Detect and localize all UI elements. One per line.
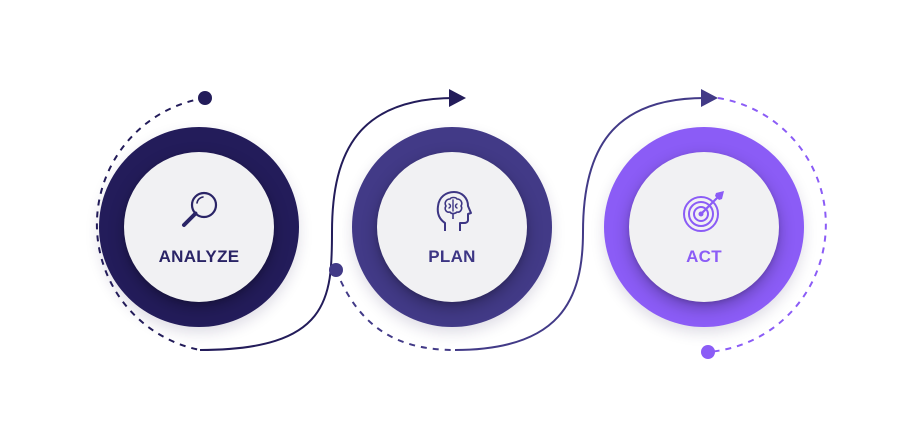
arrowhead-plan-top [449, 89, 466, 107]
connector-act-right-dashed [707, 97, 827, 353]
step-act: ACT [604, 127, 804, 327]
step-analyze-inner: ANALYZE [124, 152, 274, 302]
connector-dot-analyze-start [198, 91, 212, 105]
magnifier-icon [182, 191, 218, 227]
step-act-label: ACT [686, 247, 722, 266]
step-plan: PLAN [352, 127, 552, 327]
brain-head-icon [436, 191, 472, 231]
connector-analyze-left-dashed [95, 97, 206, 351]
step-plan-inner: PLAN [377, 152, 527, 302]
step-analyze-label: ANALYZE [158, 247, 240, 266]
connector-plan-bottom-dashed [335, 269, 456, 351]
step-plan-label: PLAN [428, 247, 476, 266]
connector-dot-act-end [701, 345, 715, 359]
target-arrow-icon [683, 191, 724, 232]
connector-dot-plan-start [329, 263, 343, 277]
step-analyze: ANALYZE [99, 127, 299, 327]
arrowhead-act-top [701, 89, 718, 107]
connector-plan-to-act-solid [454, 97, 706, 351]
connector-analyze-to-plan-solid [199, 97, 456, 351]
step-act-inner: ACT [629, 152, 779, 302]
